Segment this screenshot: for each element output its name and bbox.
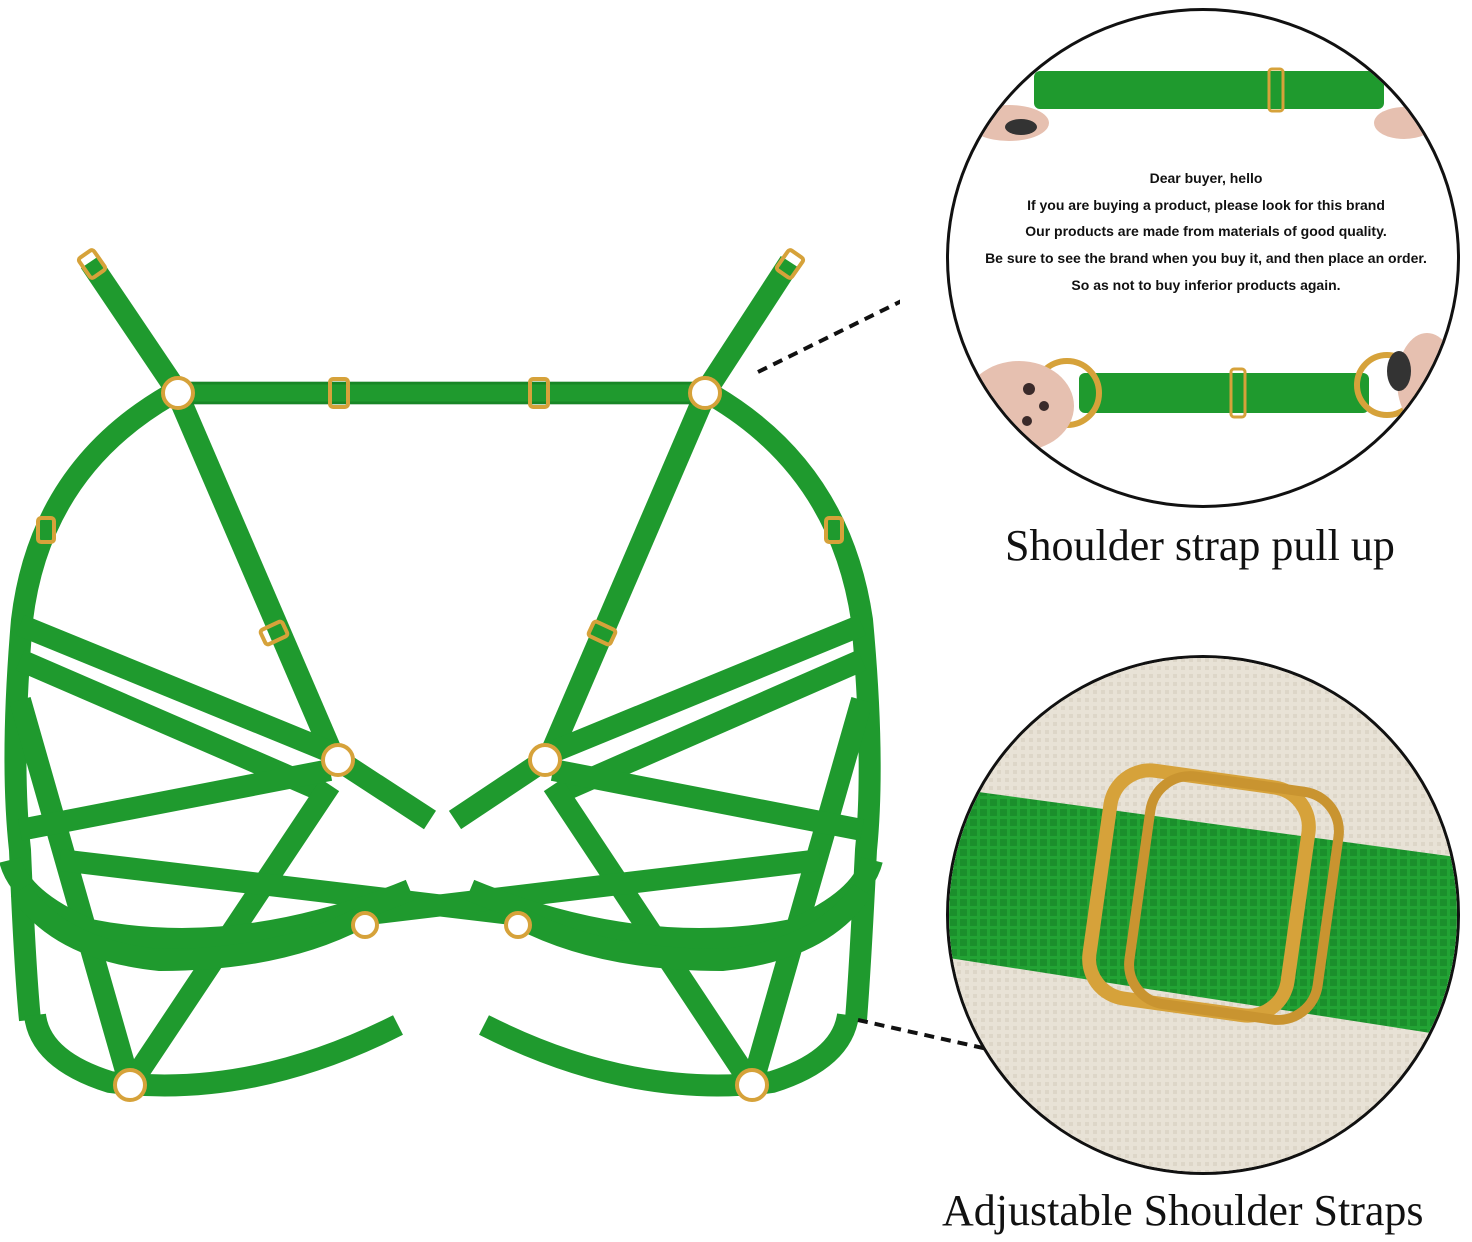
slider-icon <box>528 377 550 409</box>
note-line-5: So as not to buy inferior products again… <box>1071 277 1341 293</box>
slider-icon <box>774 248 806 280</box>
o-ring-icon <box>688 376 722 410</box>
harness-illustration <box>0 248 900 1102</box>
slider-icon <box>258 619 290 647</box>
o-ring-icon <box>735 1068 769 1102</box>
caption-shoulder-strap-pull-up: Shoulder strap pull up <box>1005 521 1395 570</box>
note-line-2: If you are buying a product, please look… <box>1027 197 1385 213</box>
o-ring-icon <box>321 743 355 777</box>
harness-straps <box>0 255 883 1097</box>
o-ring-icon <box>161 376 195 410</box>
strap-closeup-top <box>964 67 1457 451</box>
slider-closeup <box>949 658 1457 1172</box>
note-line-1: Dear buyer, hello <box>1149 170 1263 186</box>
slider-icon <box>586 619 618 647</box>
caption-adjustable-shoulder-straps: Adjustable Shoulder Straps <box>942 1186 1424 1235</box>
o-ring-icon <box>528 743 562 777</box>
note-line-4: Be sure to see the brand when you buy it… <box>985 250 1427 266</box>
slider-icon <box>36 516 56 544</box>
seller-note: Dear buyer, hello If you are buying a pr… <box>949 166 1457 306</box>
o-ring-icon <box>113 1068 147 1102</box>
slider-icon <box>76 248 108 280</box>
callout-leader-bottom <box>857 1018 993 1052</box>
slider-icon <box>328 377 350 409</box>
note-line-3: Our products are made from materials of … <box>1025 223 1387 239</box>
o-ring-icon <box>351 911 379 939</box>
harness-hardware <box>36 248 844 1102</box>
slider-icon <box>824 516 844 544</box>
callout-circle-top: Dear buyer, hello If you are buying a pr… <box>946 8 1460 508</box>
callout-circle-bottom <box>946 655 1460 1175</box>
o-ring-icon <box>504 911 532 939</box>
